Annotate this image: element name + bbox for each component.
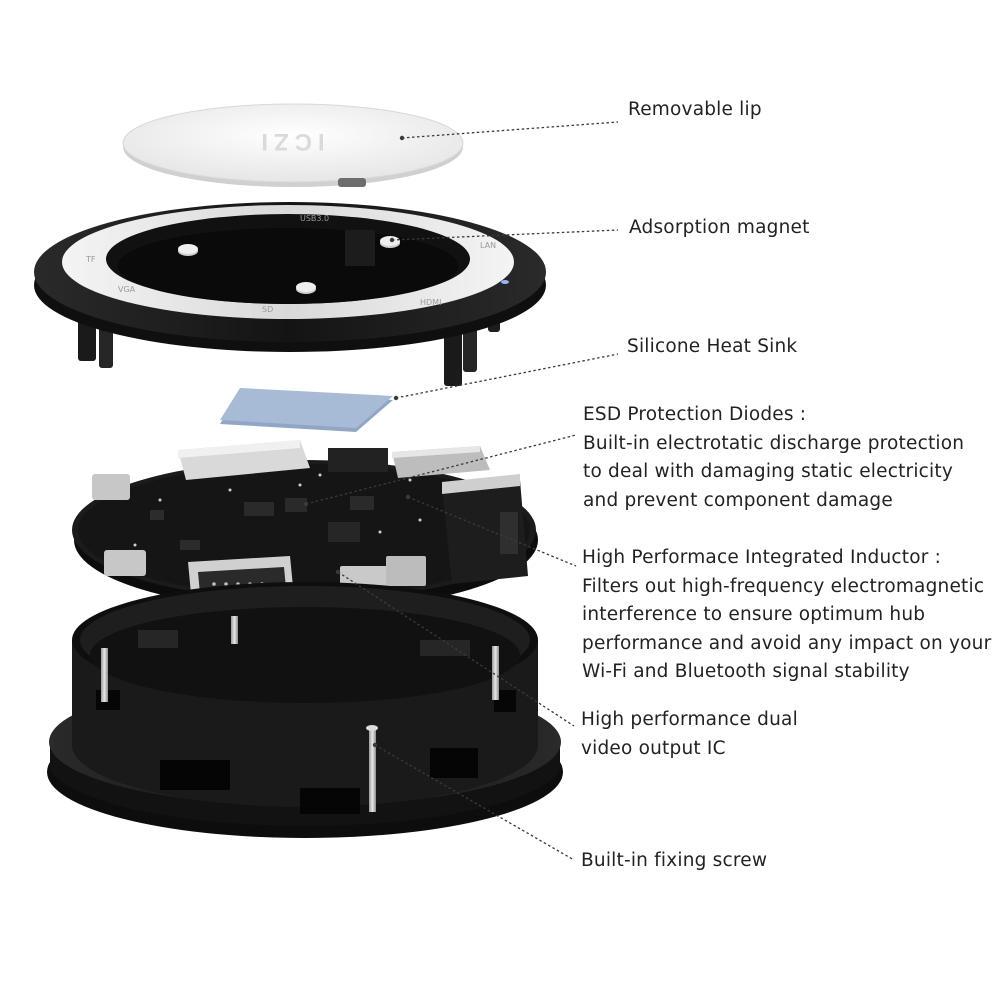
- port-mark-hdmi: HDMI: [420, 298, 441, 307]
- callout-line: Built-in fixing screw: [581, 850, 768, 871]
- callout-line: Adsorption magnet: [629, 217, 810, 238]
- port-mark-vga: VGA: [118, 285, 136, 294]
- callout-line: High performance dual: [581, 709, 798, 730]
- callout-line: Filters out high-frequency electromagnet…: [582, 575, 985, 597]
- callout-esd-protection-diodes: ESD Protection Diodes : Built-in electro…: [583, 401, 964, 515]
- port-mark-usb: USB3.0: [300, 214, 329, 223]
- leader-silicone-heat-sink: [395, 353, 619, 399]
- callout-heading: High Performace Integrated Inductor :: [582, 547, 942, 568]
- callout-line: Wi-Fi and Bluetooth signal stability: [582, 661, 910, 682]
- callout-fixing-screw: Built-in fixing screw: [581, 847, 767, 876]
- callout-removable-lip: Removable lip: [628, 96, 762, 125]
- port-mark-tf: TF: [85, 255, 96, 264]
- callout-line: video output IC: [581, 737, 726, 759]
- removable-lid: ICZI: [122, 103, 464, 187]
- callout-line: Removable lip: [628, 99, 762, 120]
- port-mark-sd: SD: [262, 305, 273, 314]
- callout-heading: ESD Protection Diodes :: [583, 404, 807, 425]
- callout-dual-video-ic: High performance dual video output IC: [581, 706, 798, 763]
- leader-removable-lip: [401, 121, 619, 139]
- top-cap: USB3.0 HDMI VGA LAN SD TF: [34, 202, 546, 386]
- leader-esd-protection: [305, 434, 577, 505]
- callout-line: Built-in electrotatic discharge protecti…: [583, 432, 965, 454]
- callout-silicone-heat-sink: Silicone Heat Sink: [627, 333, 797, 362]
- leader-dual-video-ic: [337, 571, 575, 727]
- callout-line: performance and avoid any impact on your: [582, 632, 992, 654]
- callout-line: and prevent component damage: [583, 489, 893, 511]
- callout-adsorption-magnet: Adsorption magnet: [629, 214, 810, 243]
- lid-logo: ICZI: [255, 128, 324, 155]
- leader-integrated-inductor: [407, 496, 577, 567]
- callout-line: interference to ensure optimum hub: [582, 604, 926, 625]
- leader-fixing-screw: [374, 744, 575, 861]
- adsorption-magnets: [178, 236, 400, 294]
- leader-lines: [303, 121, 619, 861]
- callout-integrated-inductor: High Performace Integrated Inductor : Fi…: [582, 544, 991, 687]
- callout-line: Silicone Heat Sink: [627, 336, 798, 357]
- silicone-heat-sink: [220, 388, 393, 432]
- port-mark-lan: LAN: [480, 241, 496, 250]
- callout-line: to deal with damaging static electricity: [583, 461, 953, 482]
- pcb-board: [72, 440, 538, 626]
- bottom-shell: [47, 582, 563, 838]
